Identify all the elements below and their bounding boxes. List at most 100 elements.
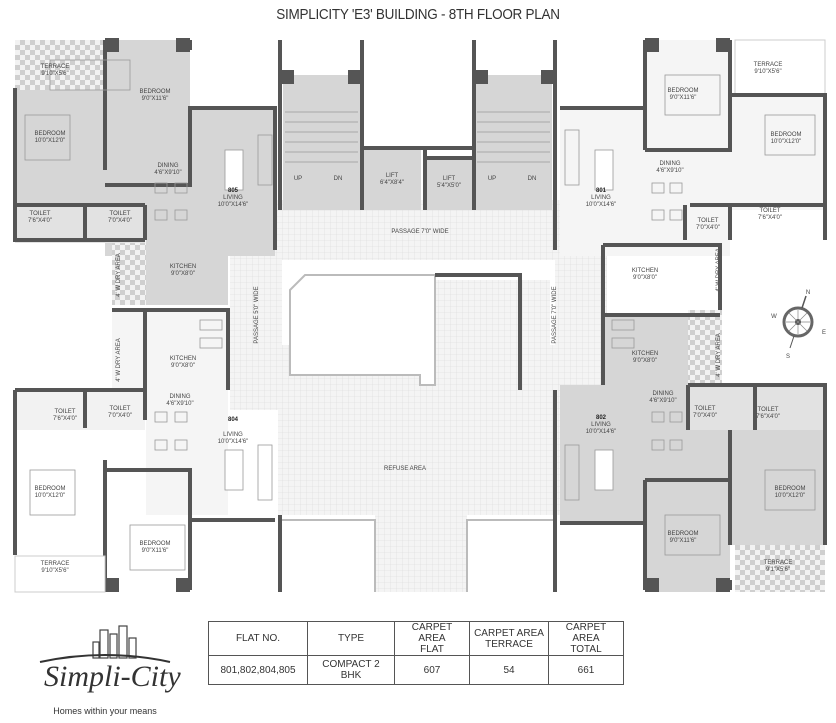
svg-text:DN: DN [528,176,537,182]
svg-text:DINING: DINING [660,161,681,167]
svg-text:BEDROOM: BEDROOM [139,89,170,95]
svg-text:7'0"X4'0": 7'0"X4'0" [108,413,132,419]
svg-text:BEDROOM: BEDROOM [770,132,801,138]
brand-tagline: Homes within your means [53,706,157,716]
svg-text:KITCHEN: KITCHEN [170,356,196,362]
compass-icon: N S E W [771,290,826,360]
svg-text:4'6"X9'10": 4'6"X9'10" [649,398,676,404]
svg-text:9'10"X5'6": 9'10"X5'6" [754,69,781,75]
svg-text:4' W DRY AREA: 4' W DRY AREA [116,338,122,382]
core-stairs-lifts: UP DN UP DN LIFT 6'4"X8'4" LIFT 5'4"X5'0… [254,40,558,472]
svg-text:9'0"X11'6": 9'0"X11'6" [142,548,169,554]
svg-text:LIVING: LIVING [223,432,243,438]
svg-text:9'0"X8'0": 9'0"X8'0" [633,358,657,364]
table-row: 801,802,804,805 COMPACT 2 BHK 607 54 661 [208,655,624,685]
svg-text:4'6"X9'10": 4'6"X9'10" [166,401,193,407]
svg-text:804: 804 [228,417,239,423]
svg-text:BEDROOM: BEDROOM [667,88,698,94]
svg-text:7'6"X4'0": 7'6"X4'0" [756,414,780,420]
svg-text:TERRACE: TERRACE [41,64,70,70]
svg-text:W: W [771,314,777,320]
svg-text:TOILET: TOILET [695,406,716,412]
svg-text:7'0"X4'0": 7'0"X4'0" [696,225,720,231]
svg-text:E: E [822,330,826,336]
svg-text:10'0"X14'6": 10'0"X14'6" [218,439,249,445]
svg-text:7'0"X4'0": 7'0"X4'0" [693,413,717,419]
svg-text:UP: UP [488,176,496,182]
svg-text:4'6"X9'10": 4'6"X9'10" [656,168,683,174]
svg-text:LIVING: LIVING [591,195,611,201]
svg-text:PASSAGE 7'0" WIDE: PASSAGE 7'0" WIDE [391,229,448,235]
svg-text:LIFT: LIFT [443,176,456,182]
svg-text:6'4"X8'4": 6'4"X8'4" [380,180,404,186]
svg-text:TOILET: TOILET [110,406,131,412]
svg-text:TERRACE: TERRACE [41,561,70,567]
svg-text:BEDROOM: BEDROOM [139,541,170,547]
svg-text:TOILET: TOILET [30,211,51,217]
svg-text:10'0"X12'0": 10'0"X12'0" [771,139,802,145]
cell-type: COMPACT 2 BHK [307,655,395,685]
svg-text:801: 801 [596,188,607,194]
svg-text:BEDROOM: BEDROOM [667,531,698,537]
svg-text:10'0"X14'6": 10'0"X14'6" [586,202,617,208]
flat-804: KITCHEN 9'0"X8'0" 4' W DRY AREA DINING 4… [13,308,275,593]
svg-text:4' W DRY AREA: 4' W DRY AREA [116,253,122,297]
svg-text:9'10"X5'6": 9'10"X5'6" [41,568,68,574]
svg-text:DINING: DINING [170,394,191,400]
open-void [289,274,436,386]
svg-text:TOILET: TOILET [698,218,719,224]
passage-area [230,200,607,592]
dry-area-802 [688,310,722,390]
svg-text:TOILET: TOILET [758,407,779,413]
plan-title: SIMPLICITY 'E3' BUILDING - 8TH FLOOR PLA… [276,6,560,23]
svg-text:4' W DRY AREA: 4' W DRY AREA [716,333,722,377]
col-flat-no: FLAT NO. [208,621,308,656]
svg-text:TOILET: TOILET [760,208,781,214]
svg-text:9'10"X5'6": 9'10"X5'6" [41,71,68,77]
svg-text:N: N [806,290,810,296]
svg-text:7'0"X4'0": 7'0"X4'0" [108,218,132,224]
brand-logo: Simpli-City Homes within your means [30,618,181,723]
flat-805: TERRACE 9'10"X5'6" BEDROOM 9'0"X11'6" BE… [13,38,277,305]
svg-text:KITCHEN: KITCHEN [632,351,658,357]
col-type: TYPE [307,621,395,656]
svg-text:9'0"X11'6": 9'0"X11'6" [670,538,697,544]
svg-text:4'6"X9'10": 4'6"X9'10" [154,170,181,176]
svg-text:TERRACE: TERRACE [754,62,783,68]
cell-flat-no: 801,802,804,805 [208,655,308,685]
svg-text:KITCHEN: KITCHEN [170,264,196,270]
svg-text:PASSAGE 5'0" WIDE: PASSAGE 5'0" WIDE [254,286,260,343]
svg-text:10'0"X14'6": 10'0"X14'6" [218,202,249,208]
svg-text:10'0"X12'0": 10'0"X12'0" [775,493,806,499]
flat-802: KITCHEN 9'0"X8'0" 4' W DRY AREA DINING 4… [560,310,827,592]
svg-text:10'0"X14'6": 10'0"X14'6" [586,429,617,435]
svg-text:9'0"X11'6": 9'0"X11'6" [670,95,697,101]
skyline-icon [39,625,171,663]
svg-text:5'4"X5'0": 5'4"X5'0" [437,183,461,189]
floor-plan: TERRACE 9'10"X5'6" BEDROOM 9'0"X11'6" BE… [13,38,827,593]
svg-text:9'0"X8'0": 9'0"X8'0" [633,275,657,281]
svg-text:BEDROOM: BEDROOM [34,131,65,137]
svg-text:KITCHEN: KITCHEN [632,268,658,274]
svg-text:S: S [786,354,790,360]
cell-carpet-flat: 607 [394,655,470,685]
svg-text:DINING: DINING [158,163,179,169]
svg-text:TOILET: TOILET [55,409,76,415]
svg-text:LIFT: LIFT [386,173,399,179]
svg-text:9'0"X8'0": 9'0"X8'0" [171,363,195,369]
svg-text:DINING: DINING [653,391,674,397]
svg-text:BEDROOM: BEDROOM [774,486,805,492]
svg-text:PASSAGE 7'0" WIDE: PASSAGE 7'0" WIDE [552,286,558,343]
svg-text:TOILET: TOILET [110,211,131,217]
svg-text:805: 805 [228,188,239,194]
svg-text:802: 802 [596,415,607,421]
cell-carpet-total: 661 [548,655,624,685]
svg-text:LIVING: LIVING [591,422,611,428]
brand-name: Simpli-City [44,660,181,693]
svg-text:LIVING: LIVING [223,195,243,201]
terrace-805 [15,40,105,90]
svg-text:UP: UP [294,176,302,182]
